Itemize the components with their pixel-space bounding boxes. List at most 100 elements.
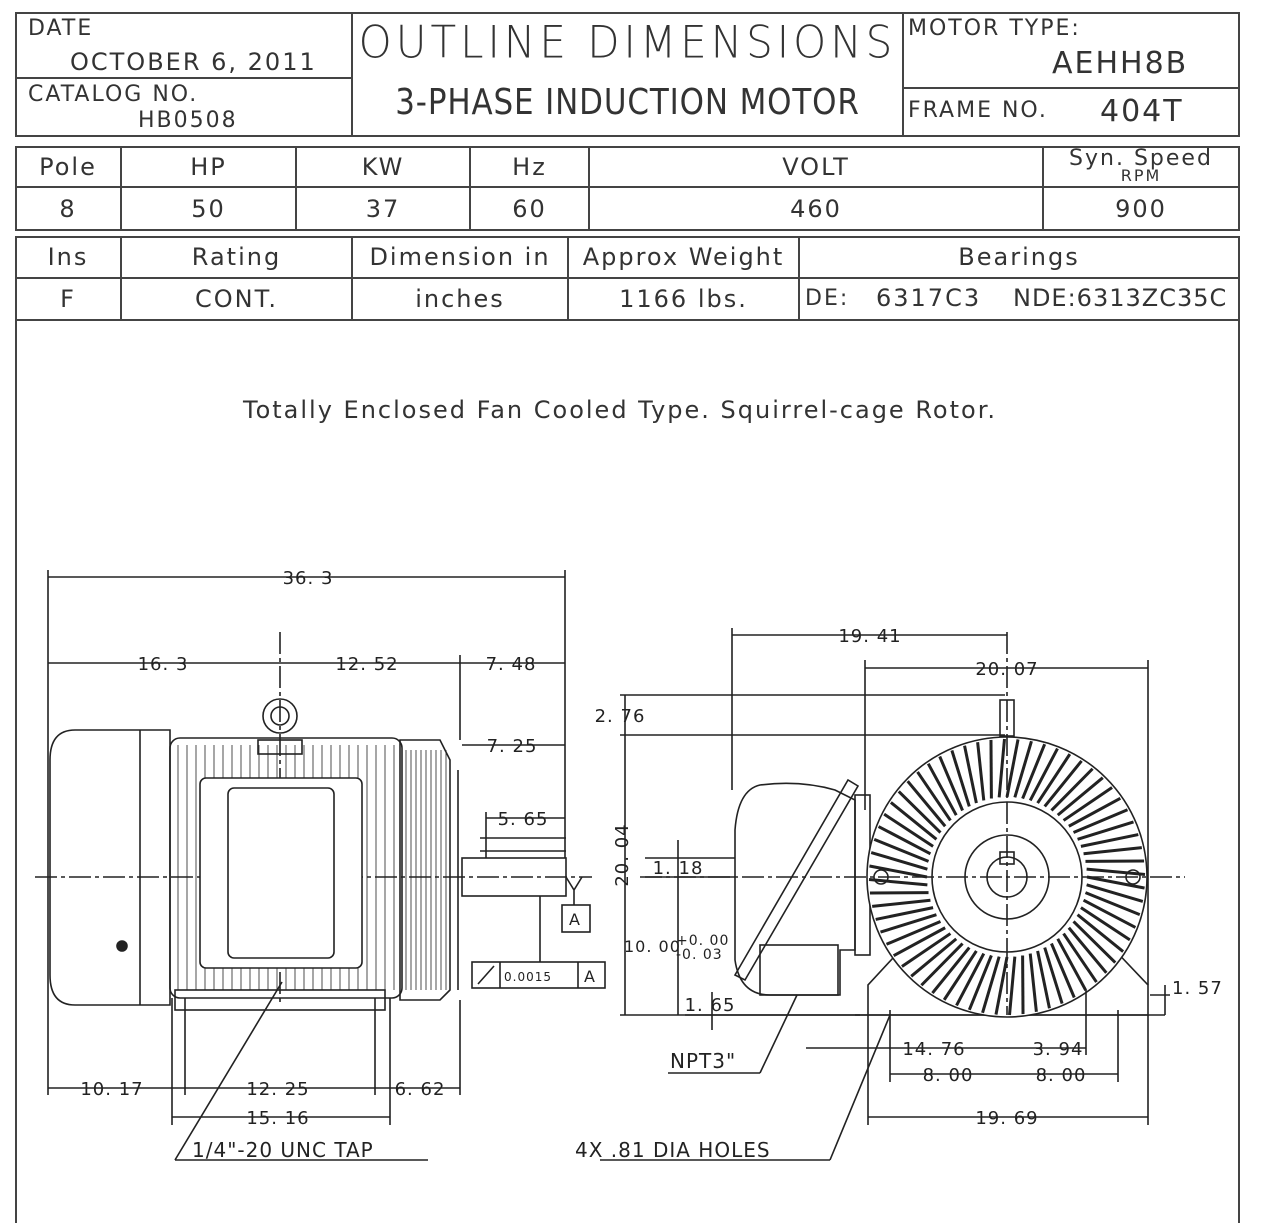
cooling-fin: [1072, 808, 1129, 834]
table-header-cell: Ins: [47, 242, 89, 271]
speed-unit: RPM: [1120, 166, 1162, 185]
table-header-cell: Dimension in: [369, 242, 551, 271]
holes-note: 4X .81 DIA HOLES: [575, 1138, 771, 1162]
cooling-fin: [916, 771, 952, 822]
drawing-frame-left: [15, 320, 17, 1223]
column-divider: [798, 236, 800, 320]
cooling-fin: [967, 954, 993, 1011]
cooling-fin: [910, 937, 958, 978]
dim-overall-length: 36. 3: [283, 568, 334, 589]
cooling-fin: [1005, 739, 1020, 798]
motor-type-value: AEHH8B: [1052, 46, 1189, 81]
cooling-fin: [868, 878, 928, 887]
cooling-fin: [1043, 759, 1083, 808]
dim-2-76: 2. 76: [595, 706, 646, 727]
table-value-cell: 8: [59, 195, 77, 223]
cooling-fin: [1021, 743, 1047, 800]
cooling-fin: [1086, 867, 1146, 876]
end-bracket-shape: [399, 739, 451, 1001]
conduit-box-shape: [734, 782, 856, 996]
table-header-cell: KW: [361, 152, 405, 181]
dim-1-57: 1. 57: [1172, 978, 1223, 999]
table-value-cell: 460: [790, 195, 842, 223]
cooling-fin: [1036, 753, 1072, 804]
row-divider: [15, 186, 1240, 188]
dim-shaft-height: 10. 00: [624, 937, 681, 956]
cooling-fin: [1056, 938, 1088, 992]
table-value-cell: F: [60, 285, 76, 313]
dim-19-69: 19. 69: [975, 1108, 1038, 1129]
dim-7-48: 7. 48: [486, 654, 537, 675]
dim-5-65: 5. 65: [498, 809, 549, 830]
cooling-fin: [1056, 776, 1104, 817]
dim-20-07: 20. 07: [975, 659, 1038, 680]
cooling-fin: [1013, 740, 1033, 798]
cooling-fin: [872, 898, 931, 908]
dim-7-25: 7. 25: [487, 736, 538, 757]
runout-value: 0.0015: [504, 970, 552, 984]
cooling-fin: [1068, 796, 1122, 828]
tolerance-minus: -0. 03: [676, 947, 723, 963]
table-header-cell: Syn. Speed: [1069, 146, 1213, 171]
cooling-fin: [897, 790, 942, 834]
table-header-cell: Approx Weight: [582, 242, 785, 271]
cooling-fin: [1080, 906, 1131, 942]
cooling-fin: [1080, 833, 1139, 848]
header-divider: [902, 12, 904, 137]
table-header-cell: HP: [190, 152, 227, 181]
drawing-frame-right: [1238, 320, 1240, 1223]
cooling-fin: [920, 942, 964, 987]
column-divider: [469, 146, 471, 230]
cooling-fin: [892, 926, 946, 958]
cooling-fin: [1086, 883, 1144, 903]
table-value-cell: 37: [365, 195, 401, 223]
terminal-box-shape: [199, 777, 363, 969]
datum-label: A: [569, 910, 581, 929]
dim-1-18: 1. 18: [653, 858, 704, 879]
header-divider: [351, 12, 353, 137]
dim-6-62: 6. 62: [395, 1079, 446, 1100]
cooling-fin: [1076, 913, 1125, 953]
cooling-fin: [873, 837, 930, 863]
cooling-fin: [889, 801, 938, 841]
frame-value: 404T: [1100, 94, 1184, 129]
cooling-fin: [1067, 926, 1108, 974]
cooling-fin: [955, 952, 986, 1007]
frame-label: FRAME NO.: [908, 98, 1048, 123]
cooling-fin: [1072, 920, 1117, 964]
dim-15-16: 15. 16: [246, 1108, 309, 1129]
table-value-cell: 50: [191, 195, 226, 223]
table-value-cell: inches: [415, 285, 505, 313]
column-divider: [295, 146, 297, 230]
header-divider: [903, 87, 1240, 89]
eyebolt-shape: [262, 698, 298, 734]
tolerance-plus: +0. 00: [676, 933, 729, 949]
cooling-fin: [906, 780, 947, 828]
cooling-fin: [1084, 891, 1141, 917]
column-divider: [351, 236, 353, 320]
dim-3-94: 3. 94: [1033, 1039, 1084, 1060]
title-line-1: OUTLINE DIMENSIONS: [358, 16, 897, 69]
column-divider: [120, 236, 122, 320]
cooling-fin: [950, 750, 971, 807]
spec-table-1: [15, 146, 1240, 231]
table-value-cell: 60: [512, 195, 547, 223]
cooling-fin: [976, 742, 986, 801]
dim-8-00-b: 8. 00: [1036, 1065, 1087, 1086]
fan-cover-shape: [49, 729, 171, 1006]
cooling-fin: [1036, 950, 1051, 1009]
table-header-cell: Pole: [39, 152, 97, 181]
dim-16-3: 16. 3: [138, 654, 189, 675]
dim-10-17: 10. 17: [80, 1079, 143, 1100]
cooling-fin: [997, 738, 1006, 798]
dim-19-41: 19. 41: [838, 626, 901, 647]
cooling-fin: [883, 812, 934, 848]
cooling-fin: [931, 946, 971, 995]
end-view: 19. 41 20. 07 2. 76 20. 04 1. 18 10. 00 …: [575, 626, 1223, 1162]
cooling-fin: [1028, 747, 1059, 802]
table-value-cell: 900: [1115, 195, 1167, 223]
cooling-fin: [1008, 956, 1017, 1016]
column-divider: [567, 236, 569, 320]
date-label: DATE: [28, 16, 94, 41]
dim-8-00-a: 8. 00: [923, 1065, 974, 1086]
